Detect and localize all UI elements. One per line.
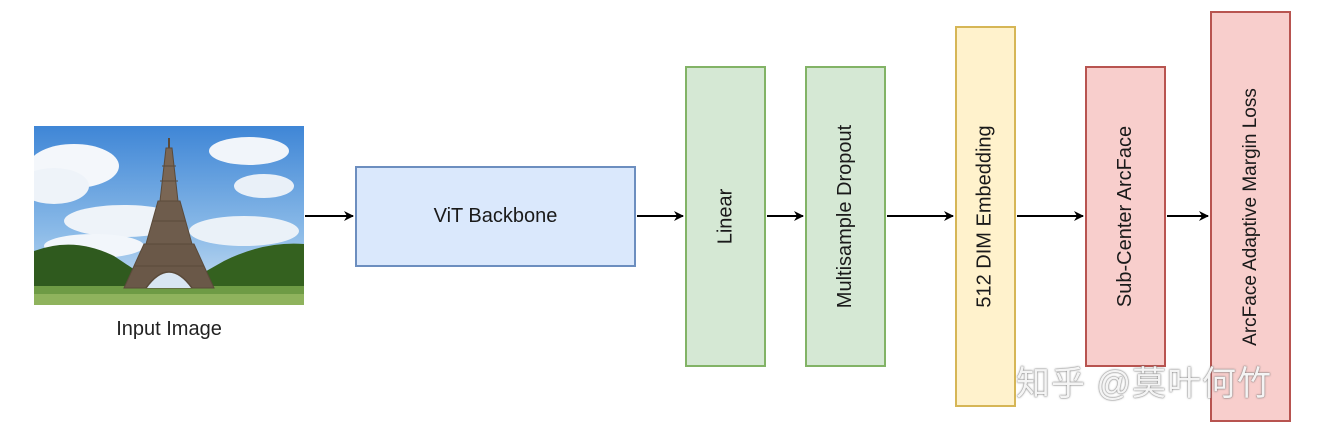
node-vit-backbone: ViT Backbone bbox=[355, 166, 636, 267]
node-512-dim-embedding: 512 DIM Embedding bbox=[955, 26, 1016, 407]
node-sub-center-arcface: Sub-Center ArcFace bbox=[1085, 66, 1166, 367]
node-linear: Linear bbox=[685, 66, 766, 367]
node-multisample-dropout: Multisample Dropout bbox=[805, 66, 886, 367]
node-vit-backbone-label: ViT Backbone bbox=[433, 205, 558, 227]
input-image-caption: Input Image bbox=[116, 318, 222, 340]
eiffel-tower-photo bbox=[34, 126, 304, 305]
input-image bbox=[34, 126, 304, 305]
watermark: 知乎 @莫叶何竹 bbox=[1016, 365, 1272, 403]
node-arcface-adaptive-margin-loss: ArcFace Adaptive Margin Loss bbox=[1210, 11, 1291, 422]
